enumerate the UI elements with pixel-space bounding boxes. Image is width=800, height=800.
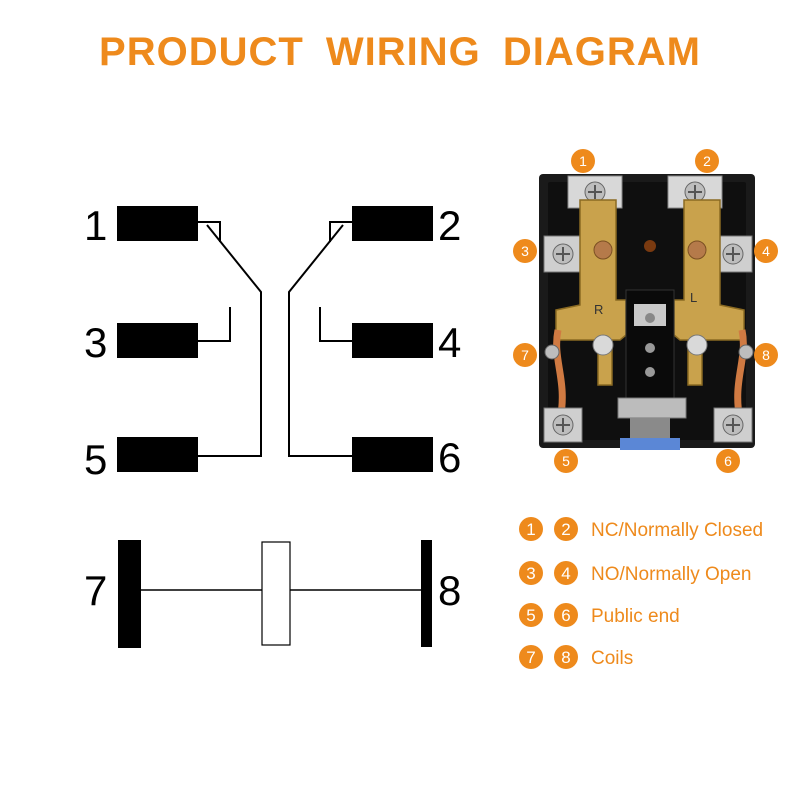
terminal-5-block (117, 437, 198, 472)
badge-6: 6 (716, 449, 740, 473)
badge-5: 5 (554, 449, 578, 473)
terminal-2-block (352, 206, 433, 241)
badge-7: 7 (513, 343, 537, 367)
legend: 1 2 NC/Normally Closed 3 4 NO/Normally O… (519, 517, 763, 669)
svg-text:1: 1 (579, 153, 587, 169)
svg-text:2: 2 (561, 520, 570, 539)
page-title: PRODUCT WIRING DIAGRAM (99, 30, 701, 74)
pin-label-2: 2 (438, 202, 461, 249)
common-arm-left (198, 224, 262, 457)
pin-label-1: 1 (84, 202, 107, 249)
legend-label-public: Public end (591, 606, 680, 627)
coil-symbol (261, 541, 291, 646)
legend-row-no: 3 4 NO/Normally Open (519, 561, 752, 585)
legend-row-coils: 7 8 Coils (519, 645, 633, 669)
svg-text:7: 7 (526, 648, 535, 667)
nc-contact-left (198, 221, 221, 242)
badge-1: 1 (571, 149, 595, 173)
pin-label-4: 4 (438, 319, 461, 366)
coil-terminal-7 (118, 540, 141, 648)
svg-text:1: 1 (526, 520, 535, 539)
svg-text:5: 5 (562, 453, 570, 469)
terminal-4-block (352, 323, 433, 358)
relay-illustration: R L 1 2 (513, 149, 778, 473)
terminal-1-block (117, 206, 198, 241)
svg-text:2: 2 (703, 153, 711, 169)
coil-terminal-8 (421, 540, 432, 647)
badge-8: 8 (754, 343, 778, 367)
svg-text:3: 3 (526, 564, 535, 583)
pin-label-5: 5 (84, 436, 107, 483)
arm-stamp-l: L (690, 290, 697, 305)
no-contact-left (198, 307, 231, 342)
legend-label-nc: NC/Normally Closed (591, 520, 763, 541)
no-contact-right (319, 307, 352, 342)
legend-row-nc: 1 2 NC/Normally Closed (519, 517, 763, 541)
schematic: 1 2 3 4 5 6 7 8 (84, 202, 461, 648)
svg-text:6: 6 (561, 606, 570, 625)
svg-text:8: 8 (561, 648, 570, 667)
terminal-3-block (117, 323, 198, 358)
pin-label-7: 7 (84, 567, 107, 614)
terminal-6-block (352, 437, 433, 472)
pin-label-6: 6 (438, 434, 461, 481)
nc-contact-right (329, 221, 352, 242)
svg-text:3: 3 (521, 243, 529, 259)
common-arm-right (288, 224, 352, 457)
svg-text:5: 5 (526, 606, 535, 625)
badge-3: 3 (513, 239, 537, 263)
legend-label-no: NO/Normally Open (591, 564, 752, 585)
svg-text:7: 7 (521, 347, 529, 363)
pin-label-8: 8 (438, 567, 461, 614)
badge-2: 2 (695, 149, 719, 173)
svg-text:4: 4 (762, 243, 770, 259)
svg-text:4: 4 (561, 564, 570, 583)
badge-4: 4 (754, 239, 778, 263)
legend-row-public: 5 6 Public end (519, 603, 680, 627)
pin-label-3: 3 (84, 319, 107, 366)
svg-text:6: 6 (724, 453, 732, 469)
legend-label-coils: Coils (591, 648, 633, 669)
svg-text:8: 8 (762, 347, 770, 363)
arm-stamp-r: R (594, 302, 603, 317)
